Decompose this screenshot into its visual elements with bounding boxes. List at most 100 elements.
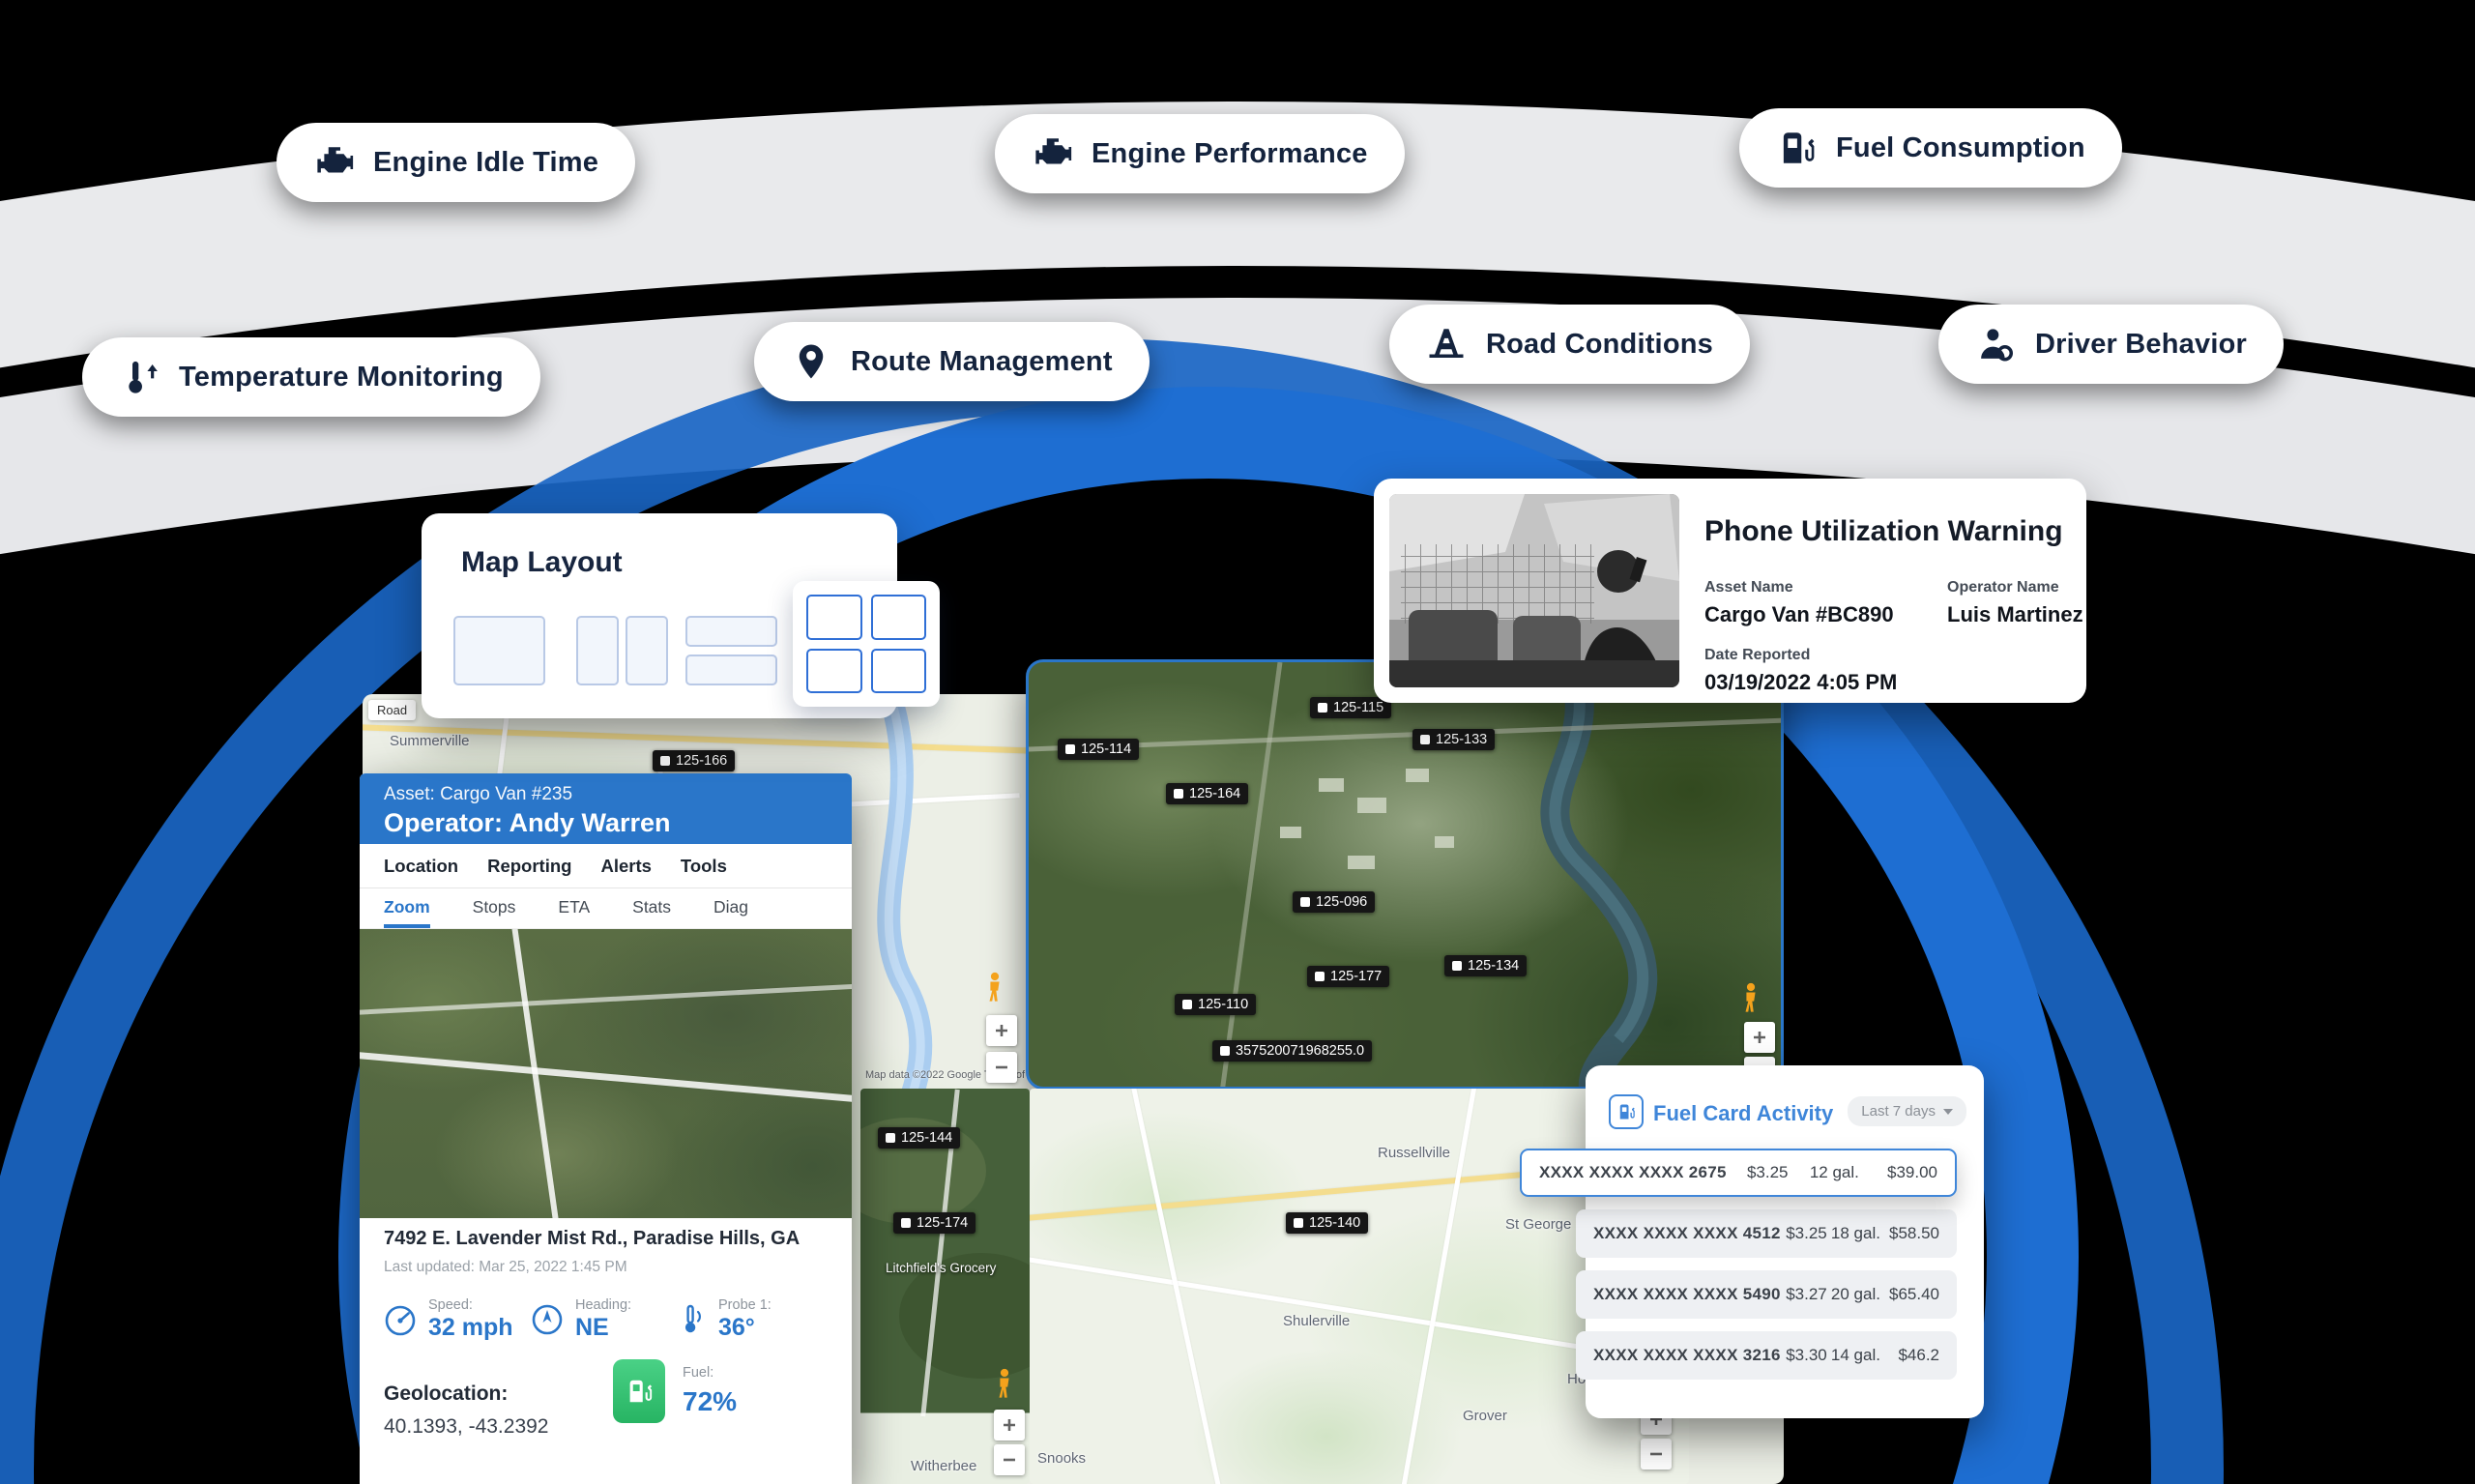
map-town-label: Snooks [1037,1450,1087,1467]
asset-marker[interactable]: 125-140 [1286,1212,1369,1234]
menu-item-reporting[interactable]: Reporting [487,855,572,876]
badge-fuel-consumption[interactable]: Fuel Consumption [1739,108,2122,188]
map-town-label: Shulerville [1283,1313,1351,1329]
zoom-in-button[interactable] [1744,1022,1775,1053]
asset-marker-icon [1174,789,1183,799]
engine-icon [317,147,354,173]
zoom-in-button[interactable] [994,1410,1025,1440]
layout-grid-cell [870,595,926,640]
asset-marker-icon [1420,735,1430,744]
traffic-cone-icon [1429,329,1464,358]
side-satellite-map[interactable]: 125-144 125-174 Litchfield's Grocery Wit… [860,1089,1030,1484]
price-per-gallon: $3.30 [1786,1346,1827,1364]
date-range-selector[interactable]: Last 7 days [1848,1096,1966,1126]
fuel-transaction-row[interactable]: XXXX XXXX XXXX 4512 $3.25 18 gal. $58.50 [1576,1209,1957,1258]
gallons: 14 gal. [1830,1346,1880,1364]
asset-marker-icon [1294,1218,1303,1228]
street-view-pegman-icon[interactable] [984,971,1005,1004]
asset-marker[interactable]: 125-110 [1175,994,1257,1015]
map-type-chip[interactable]: Road [368,700,417,720]
zoom-in-button[interactable] [986,1015,1017,1046]
badge-route-management[interactable]: Route Management [754,322,1150,401]
fuel-transaction-row[interactable]: XXXX XXXX XXXX 5490 $3.27 20 gal. $65.40 [1576,1270,1957,1319]
speed-label: Speed: [428,1297,473,1313]
map-road [360,1050,852,1105]
layout-option-single[interactable] [453,616,545,685]
badge-road-conditions[interactable]: Road Conditions [1389,305,1750,384]
asset-marker[interactable]: 125-144 [878,1127,961,1149]
asset-marker[interactable]: 357520071968255.0 [1212,1040,1373,1062]
asset-marker-label: 125-133 [1436,732,1488,747]
asset-marker[interactable]: 125-166 [653,750,736,771]
asset-marker-icon [901,1218,911,1228]
asset-marker[interactable]: 125-133 [1412,729,1496,750]
asset-marker[interactable]: 125-174 [893,1212,976,1234]
fuel-gauge-icon [613,1359,665,1423]
map-road [360,982,852,1016]
layout-option-two-rows[interactable] [685,655,777,685]
price-per-gallon: $3.25 [1786,1224,1827,1242]
layout-option-grid-selected[interactable] [793,581,940,707]
asset-marker[interactable]: 125-164 [1166,783,1249,804]
tab-stats[interactable]: Stats [632,897,672,917]
speed-stat: Speed: 32 mph [381,1297,513,1342]
fuel-transaction-row[interactable]: XXXX XXXX XXXX 3216 $3.30 14 gal. $46.2 [1576,1331,1957,1380]
zoom-out-button[interactable] [1641,1439,1672,1469]
geolocation-label: Geolocation: [384,1382,509,1405]
street-view-pegman-icon[interactable] [994,1367,1015,1400]
total-amount: $65.40 [1889,1285,1940,1303]
menu-item-tools[interactable]: Tools [680,855,727,876]
badge-engine-idle-time[interactable]: Engine Idle Time [277,123,636,202]
layout-option-two-columns[interactable] [576,616,619,685]
tab-stops[interactable]: Stops [472,897,516,917]
map-layout-title: Map Layout [461,546,623,578]
tab-eta[interactable]: ETA [558,897,591,917]
layout-grid-cell [806,648,862,693]
tab-zoom[interactable]: Zoom [384,888,430,928]
asset-panel-submenu: Zoom Stops ETA Stats Diag [360,888,852,929]
date-range-label: Last 7 days [1861,1103,1936,1120]
layout-option-two-rows[interactable] [685,616,777,647]
layout-grid-cell [870,648,926,693]
driver-photo [1389,494,1679,687]
menu-item-alerts[interactable]: Alerts [600,855,652,876]
street-view-pegman-icon[interactable] [1740,981,1762,1014]
card-number: XXXX XXXX XXXX 3216 [1593,1346,1781,1364]
zoom-out-button[interactable] [986,1052,1017,1083]
badge-label: Driver Behavior [2035,328,2247,360]
total-amount: $58.50 [1889,1224,1940,1242]
gallons: 18 gal. [1830,1224,1880,1242]
card-number: XXXX XXXX XXXX 5490 [1593,1285,1781,1303]
asset-marker[interactable]: 125-134 [1444,955,1528,976]
badge-label: Road Conditions [1486,328,1713,360]
asset-marker[interactable]: 125-115 [1310,697,1392,718]
map-town-label: Grover [1463,1408,1507,1424]
badge-temperature-monitoring[interactable]: Temperature Monitoring [82,337,540,417]
operator-name-label: Operator Name [1947,579,2059,596]
asset-marker[interactable]: 125-096 [1293,891,1376,913]
badge-label: Engine Performance [1092,137,1368,169]
fuel-transaction-row[interactable]: XXXX XXXX XXXX 2675 $3.25 12 gal. $39.00 [1520,1149,1957,1197]
menu-item-location[interactable]: Location [384,855,459,876]
asset-marker[interactable]: 125-177 [1307,966,1390,987]
badge-engine-performance[interactable]: Engine Performance [995,114,1405,193]
fuel-card-activity: Fuel Card Activity Last 7 days XXXX XXXX… [1520,1065,1984,1418]
map-town-label: St George [1505,1216,1572,1233]
asset-marker-label: 125-140 [1309,1215,1361,1231]
last-updated: Last updated: Mar 25, 2022 1:45 PM [384,1259,627,1275]
fleet-satellite-map[interactable]: 125-115 125-114 125-133 125-164 125-096 … [1026,659,1784,1090]
asset-marker-label: 125-174 [917,1215,969,1231]
asset-marker-icon [1220,1046,1230,1056]
asset-marker[interactable]: 125-114 [1058,739,1140,760]
poi-label: Litchfield's Grocery [886,1261,997,1275]
operator-name: Operator: Andy Warren [384,808,671,837]
asset-detail-panel: Asset: Cargo Van #235 Operator: Andy War… [360,773,852,1484]
asset-satellite-view[interactable] [360,929,852,1218]
zoom-out-button[interactable] [994,1444,1025,1475]
warning-title: Phone Utilization Warning [1704,515,2063,547]
tab-diag[interactable]: Diag [713,897,749,917]
asset-panel-header: Asset: Cargo Van #235 Operator: Andy War… [360,773,852,844]
badge-driver-behavior[interactable]: Driver Behavior [1938,305,2284,384]
layout-option-two-columns[interactable] [626,616,668,685]
heading-value: NE [575,1314,609,1341]
